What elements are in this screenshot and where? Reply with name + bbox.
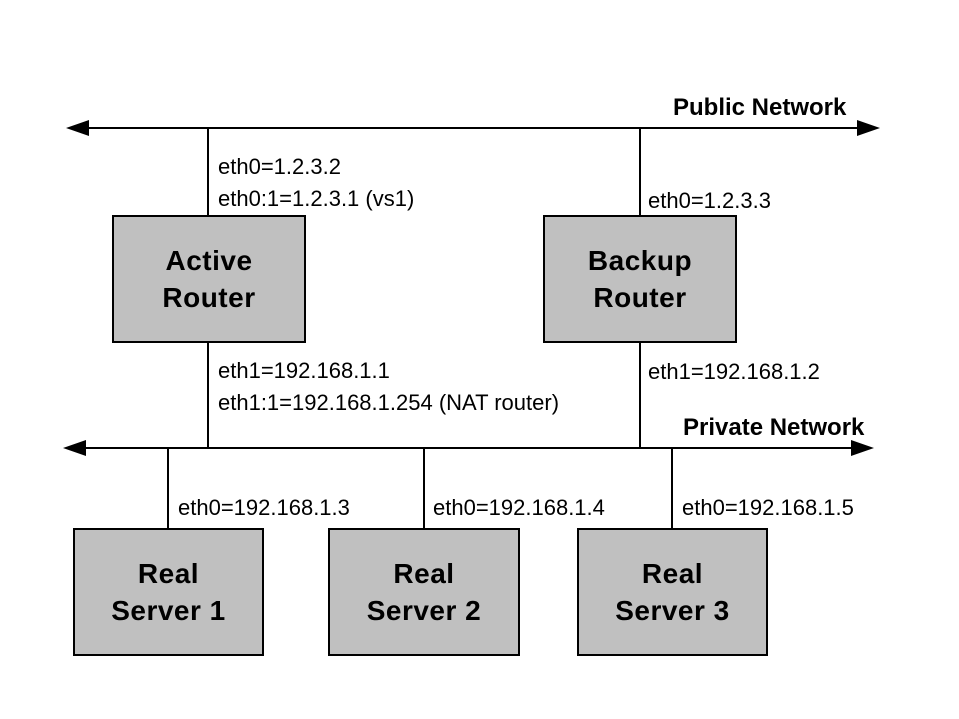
active-router-eth1-alias-label: eth1:1=192.168.1.254 (NAT router)	[218, 390, 560, 415]
private-network-arrow-right-icon	[851, 440, 874, 456]
real-server-2-node: Real Server 2	[328, 528, 520, 656]
real-server-1-node: Real Server 1	[73, 528, 264, 656]
active-router-eth1-label: eth1=192.168.1.1	[218, 358, 390, 383]
real-server-2-uplink-line	[423, 449, 425, 528]
real-server-1-label-line2: Server 1	[111, 595, 226, 626]
active-router-label-line2: Router	[162, 282, 256, 313]
real-server-2-label-line1: Real	[393, 558, 455, 589]
real-server-3-label-line2: Server 3	[615, 595, 730, 626]
active-router-label-line1: Active	[165, 245, 253, 276]
public-network-line	[72, 127, 860, 129]
backup-router-downlink-line	[639, 343, 641, 447]
real-server-3-label-line1: Real	[641, 558, 704, 589]
backup-router-eth0-label: eth0=1.2.3.3	[648, 188, 771, 213]
real-server-2-label-line2: Server 2	[366, 595, 482, 626]
active-router-node: Active Router	[112, 215, 306, 343]
active-router-downlink-line	[207, 343, 209, 447]
active-router-uplink-line	[207, 129, 209, 215]
real-server-1-eth0-label: eth0=192.168.1.3	[178, 495, 350, 520]
backup-router-node: Backup Router	[543, 215, 737, 343]
private-network-line	[70, 447, 854, 449]
real-server-3-eth0-label: eth0=192.168.1.5	[682, 495, 854, 520]
backup-router-label-line2: Router	[593, 282, 687, 313]
real-server-1-label-line1: Real	[137, 558, 200, 589]
backup-router-uplink-line	[639, 129, 641, 215]
real-server-3-uplink-line	[671, 449, 673, 528]
real-server-3-node: Real Server 3	[577, 528, 768, 656]
backup-router-label-line1: Backup	[587, 245, 693, 276]
real-server-2-eth0-label: eth0=192.168.1.4	[433, 495, 605, 520]
private-network-label: Private Network	[683, 414, 865, 441]
real-server-1-uplink-line	[167, 449, 169, 528]
private-network-arrow-left-icon	[63, 440, 86, 456]
backup-router-eth1-label: eth1=192.168.1.2	[648, 359, 820, 384]
active-router-eth0-label: eth0=1.2.3.2	[218, 154, 341, 179]
public-network-label: Public Network	[673, 94, 847, 121]
active-router-eth0-alias-label: eth0:1=1.2.3.1 (vs1)	[218, 186, 415, 211]
public-network-arrow-right-icon	[857, 120, 880, 136]
public-network-arrow-left-icon	[66, 120, 89, 136]
